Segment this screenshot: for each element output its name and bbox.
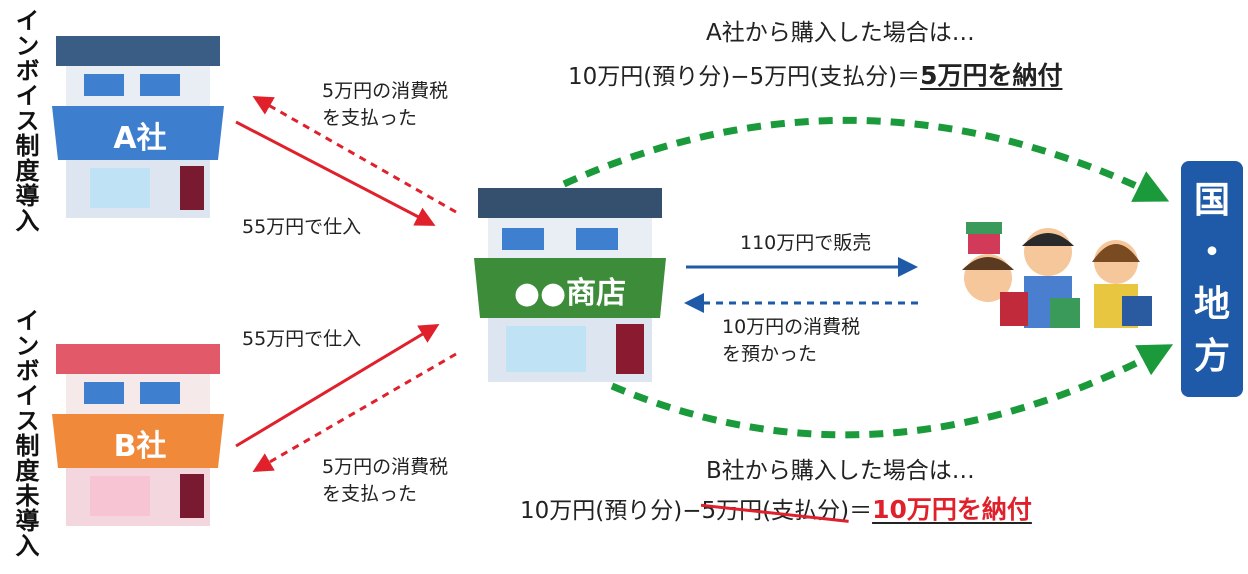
tax-received-label: 10万円の消費税 を預かった: [722, 316, 861, 365]
shop-a-illustration: [52, 36, 224, 218]
b-purchase-label: 55万円で仕入: [242, 328, 362, 350]
case-b-result: 10万円を納付: [872, 495, 1032, 524]
case-b-heading: B社から購入した場合は…: [706, 458, 975, 484]
case-b-formula: 10万円(預り分)−5万円(支払分)＝10万円を納付: [520, 495, 1032, 524]
shop-b-illustration: [52, 344, 224, 526]
government-box: 国 ・ 地 方: [1181, 161, 1243, 397]
shop-b-sign: B社: [113, 429, 167, 464]
case-a-heading: A社から購入した場合は…: [706, 20, 975, 46]
shop-a-sign: A社: [113, 121, 167, 156]
arrow-purchase-from-b: [235, 323, 440, 448]
case-b-struck-amount: 5万円(支払分): [701, 498, 850, 524]
center-shop-sign: ●●商店: [513, 276, 627, 311]
arrow-payment-case-b: [610, 344, 1174, 439]
case-a-result: 5万円を納付: [920, 61, 1063, 90]
customers-illustration: [962, 222, 1152, 328]
center-shop-illustration: [474, 188, 666, 382]
arrow-payment-case-a: [562, 116, 1170, 202]
case-a-formula: 10万円(預り分)−5万円(支払分)＝5万円を納付: [568, 61, 1063, 90]
b-tax-paid-label: 5万円の消費税 を支払った: [322, 456, 449, 505]
arrow-tax-paid-to-b: [252, 352, 457, 473]
sale-label: 110万円で販売: [740, 232, 872, 254]
a-tax-paid-label: 5万円の消費税 を支払った: [322, 80, 449, 129]
a-purchase-label: 55万円で仕入: [242, 216, 362, 238]
label-invoice-introduced: インボイス制度導入: [11, 8, 39, 233]
arrow-purchase-from-a: [235, 120, 436, 226]
label-invoice-not-introduced: インボイス制度未導入: [11, 308, 39, 558]
